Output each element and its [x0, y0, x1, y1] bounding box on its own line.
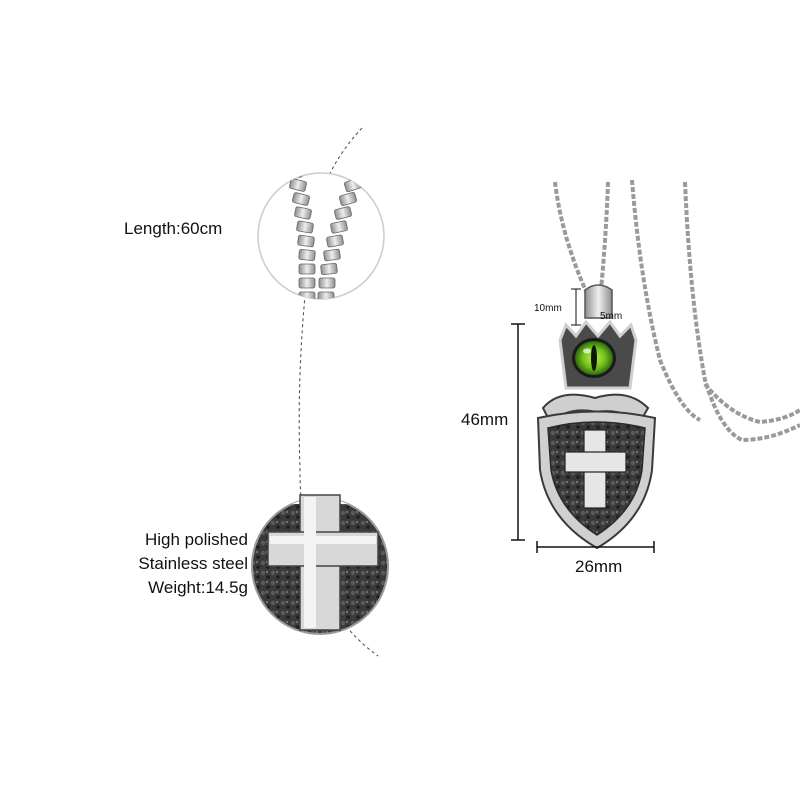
pendant-necklace	[536, 179, 800, 550]
chain-strand-right	[317, 173, 368, 299]
length-label: Length:60cm	[124, 219, 223, 238]
cross-symbol	[267, 494, 379, 631]
dimension-width	[536, 541, 655, 553]
bail	[584, 284, 613, 319]
weight-label: Weight:14.5g	[148, 578, 248, 597]
width-dimension-label: 26mm	[575, 557, 623, 576]
chain-closeup	[257, 172, 385, 300]
eye-gem	[572, 338, 616, 378]
bail-dimension-label: 5mm	[600, 311, 623, 322]
material-label-group: High polished Stainless steel Weight:14.…	[124, 528, 248, 600]
shield-cross	[564, 429, 627, 509]
crown-dimension-label: 10mm	[534, 303, 562, 314]
finish-label: High polished	[144, 530, 248, 549]
height-dimension-label: 46mm	[461, 410, 509, 429]
dimension-height	[511, 323, 525, 541]
dimension-crown	[571, 288, 581, 326]
cross-closeup	[251, 494, 389, 635]
material-label: Stainless steel	[138, 554, 248, 573]
